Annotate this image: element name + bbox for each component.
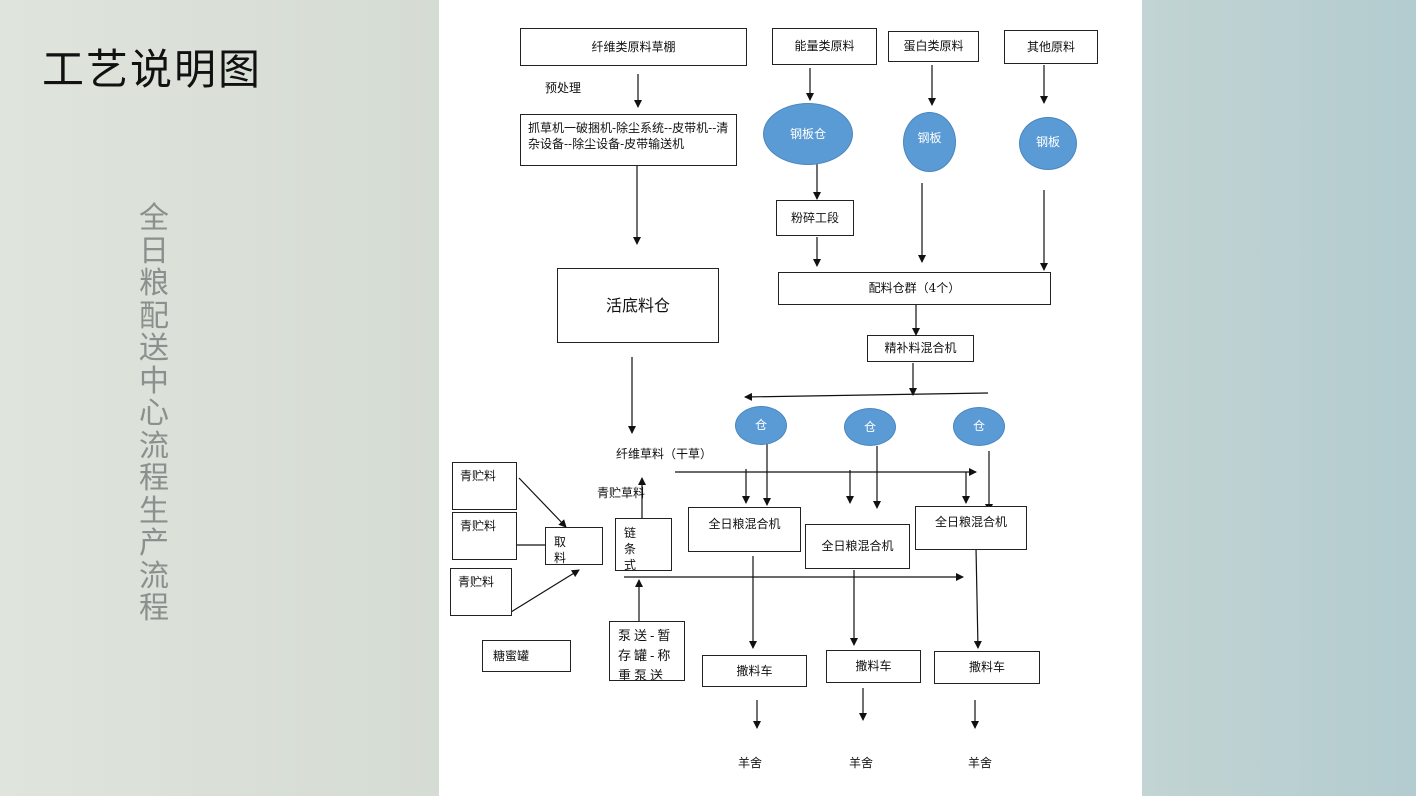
left-panel: 工艺说明图 全日粮配送中心流程生产流程: [0, 0, 439, 796]
pretreat-label: 预处理: [545, 81, 582, 95]
sheep-shed-label: 羊舍: [968, 756, 993, 770]
sheep-shed-label: 羊舍: [738, 756, 763, 770]
bin-circle: 仓: [735, 406, 787, 445]
silage-box: 青贮料: [452, 462, 517, 510]
other-raw-box: 其他原料: [1004, 30, 1098, 64]
spreader-box: 撒料车: [702, 655, 807, 687]
steel-silo-circle: 钢板仓: [763, 103, 853, 165]
silage-box: 青贮料: [452, 512, 517, 560]
live-bottom-bin: 活底料仓: [557, 268, 719, 343]
tmr-mixer-box: 全日粮混合机: [688, 507, 801, 552]
molasses-tank-box: 糖蜜罐: [482, 640, 571, 672]
tmr-mixer-box: 全日粮混合机: [915, 506, 1027, 550]
connector-arrows: [510, 65, 1048, 729]
flowchart-canvas: 纤维类原料草棚 预处理 抓草机一破捆机-除尘系统--皮带机--清杂设备--除尘设…: [439, 0, 1142, 796]
pump-box: 泵送-暂存罐-称重泵送: [609, 621, 685, 681]
spreader-box: 撒料车: [826, 650, 921, 683]
fiber-shed-box: 纤维类原料草棚: [520, 28, 747, 66]
arrow: [973, 547, 982, 649]
silage-feed-label: 青贮草料: [597, 486, 646, 500]
tmr-mixer-box: 全日粮混合机: [805, 524, 910, 569]
vertical-subtitle: 全日粮配送中心流程生产流程: [139, 201, 169, 626]
arrow: [518, 477, 567, 528]
chain-conveyor-box: 链条式输送: [615, 518, 672, 571]
steel-silo-small-circle: 钢板: [903, 112, 956, 172]
protein-raw-box: 蛋白类原料: [888, 31, 979, 62]
crushing-box: 粉碎工段: [776, 200, 854, 236]
slide-title: 工艺说明图: [42, 45, 263, 94]
silage-box: 青贮料: [450, 568, 512, 616]
grab-chain-box: 抓草机一破捆机-除尘系统--皮带机--清杂设备--除尘设备-皮带输送机: [520, 114, 737, 166]
spreader-box: 撒料车: [934, 651, 1040, 684]
arrow: [510, 569, 580, 613]
batching-bins-box: 配料仓群（4个）: [778, 272, 1051, 305]
steel-silo-small-circle: 钢板: [1019, 117, 1077, 170]
reclaimer-box: 取料机: [545, 527, 603, 565]
right-panel: [1142, 0, 1416, 796]
bin-circle: 仓: [953, 407, 1005, 446]
bin-circle: 仓: [844, 408, 896, 446]
arrow: [744, 392, 989, 401]
fiber-hay-label: 纤维草料（干草）: [616, 447, 713, 461]
sheep-shed-label: 羊舍: [849, 756, 874, 770]
energy-raw-box: 能量类原料: [772, 28, 877, 65]
concentrate-mixer-box: 精补料混合机: [867, 335, 974, 362]
